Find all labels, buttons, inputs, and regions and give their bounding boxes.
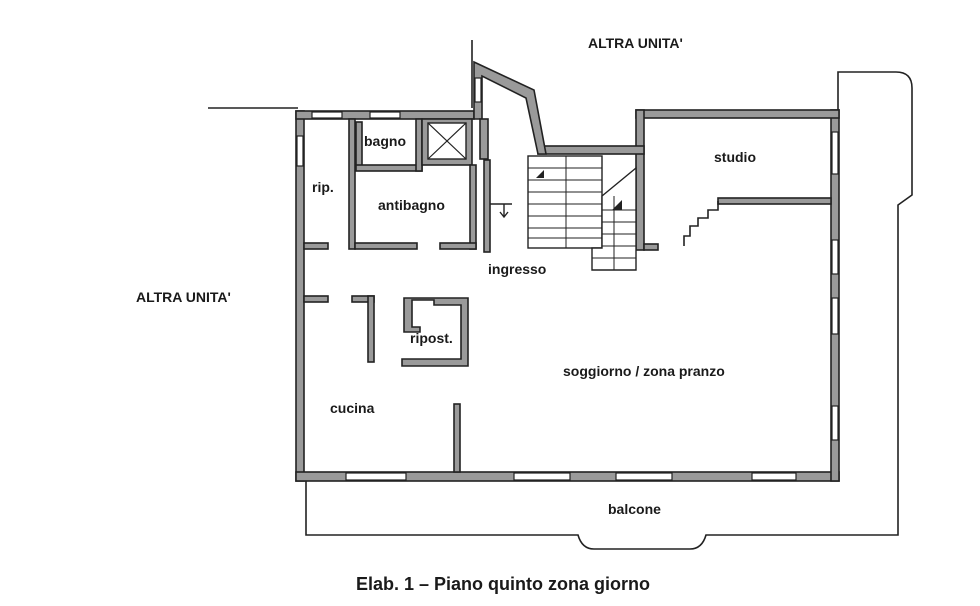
wall-stair-top	[537, 145, 645, 155]
stairs	[527, 155, 637, 271]
window-right-1	[831, 131, 839, 175]
label-altra-unita-left: ALTRA UNITA'	[136, 289, 231, 305]
wall-bagno-bottom	[355, 164, 423, 172]
label-antibagno: antibagno	[378, 197, 445, 213]
shaft-cross-2	[427, 122, 467, 160]
window-top-bagno	[369, 111, 401, 119]
window-bottom-3	[615, 472, 673, 481]
label-balcone: balcone	[608, 501, 661, 517]
window-entrance-diagonal	[474, 77, 482, 103]
wall-cucina-stub	[367, 295, 375, 363]
window-bottom-1	[345, 472, 407, 481]
wall-studio-bottom	[717, 197, 832, 205]
studio-stair-steps	[683, 201, 719, 246]
wall-studio-left	[635, 109, 645, 251]
wall-ripostiglio	[401, 297, 469, 367]
entrance-arrow-icon	[490, 203, 512, 219]
wall-cucina-top	[303, 295, 329, 303]
wall-entrance-left	[483, 159, 491, 253]
label-ripost: ripost.	[410, 330, 453, 346]
window-right-4	[831, 405, 839, 441]
wall-antibagno-bottom-a	[354, 242, 418, 250]
label-ingresso: ingresso	[488, 261, 546, 277]
wall-stair-right-jamb	[643, 243, 659, 251]
label-studio: studio	[714, 149, 756, 165]
wall-antibagno-bottom-b	[439, 242, 477, 250]
caption: Elab. 1 – Piano quinto zona giorno	[356, 574, 650, 594]
label-cucina: cucina	[330, 400, 375, 416]
window-left-rip	[296, 135, 304, 167]
window-right-3	[831, 297, 839, 335]
window-right-2	[831, 239, 839, 275]
window-top-rip	[311, 111, 343, 119]
wall-bagno-left	[355, 121, 363, 171]
wall-cucina-divider	[453, 403, 461, 473]
window-bottom-4	[751, 472, 797, 481]
label-bagno: bagno	[364, 133, 406, 149]
wall-entrance-diagonal	[473, 60, 547, 155]
wall-antibagno-right	[469, 164, 477, 250]
label-altra-unita-top: ALTRA UNITA'	[588, 35, 683, 51]
wall-rip-bottom	[303, 242, 329, 250]
label-rip: rip.	[312, 179, 334, 195]
wall-shaft-right	[479, 118, 489, 160]
wall-top-studio	[635, 109, 840, 119]
window-bottom-2	[513, 472, 571, 481]
wall-bagno-right	[415, 118, 423, 172]
wall-rip-right	[348, 118, 356, 250]
balcony-outline	[305, 71, 913, 550]
label-soggiorno: soggiorno / zona pranzo	[563, 363, 725, 379]
